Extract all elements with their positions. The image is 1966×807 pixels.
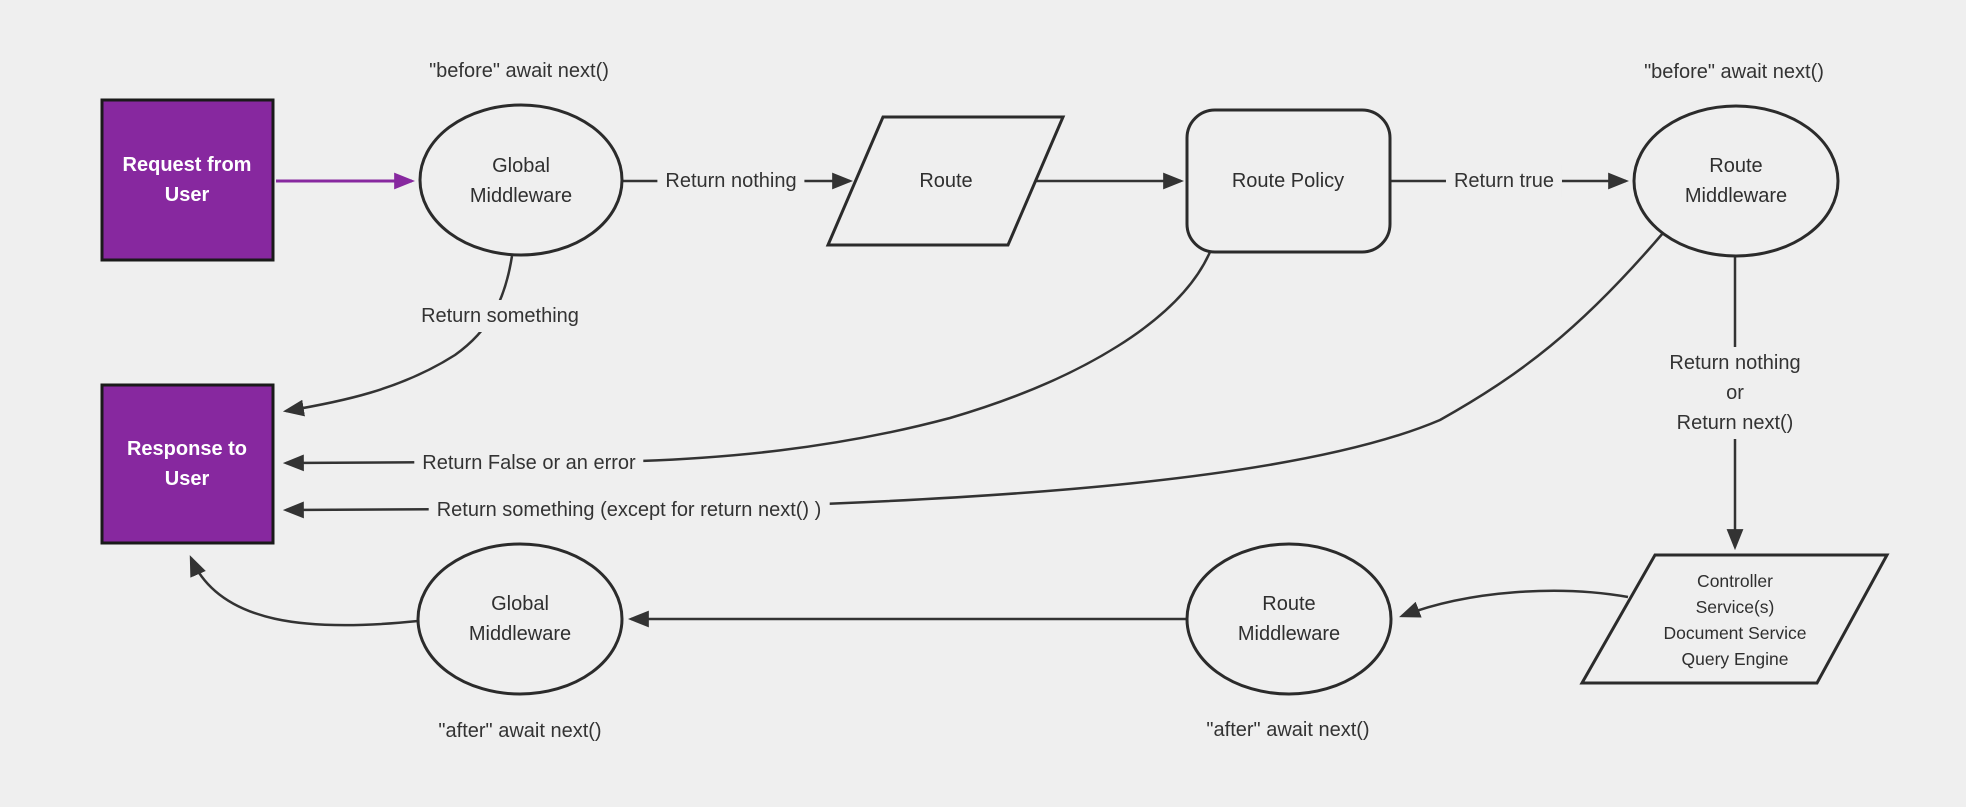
response-node-label: Response to User <box>126 438 248 490</box>
route-policy-label: Route Policy <box>1231 170 1345 192</box>
global-middleware-bottom-label: Global Middleware <box>468 593 572 645</box>
edge-global-middleware-to-response <box>282 255 514 417</box>
return-nothing-or-next-label: Return nothing or Return next() <box>1661 347 1809 439</box>
after-await-next-bottom-right-label: "after" await next() <box>1206 719 1370 741</box>
request-node <box>100 98 275 262</box>
after-await-next-bottom-left-label: "after" await next() <box>438 720 602 742</box>
return-something-except-label: Return something (except for return next… <box>428 494 830 526</box>
request-node-label: Request from User <box>122 154 252 206</box>
before-await-next-top-right-label: "before" await next() <box>1644 61 1824 83</box>
response-node <box>100 383 275 545</box>
route-middleware-top-label: Route Middleware <box>1684 155 1788 207</box>
edge-route-middleware-to-response <box>282 232 1664 519</box>
route-node <box>825 115 1066 247</box>
return-true-label: Return true <box>1445 165 1563 197</box>
global-middleware-bottom-node <box>416 542 624 696</box>
route-middleware-bottom-node <box>1185 542 1393 696</box>
return-nothing-label: Return nothing <box>657 165 805 197</box>
edge-global-middleware-bottom-to-response <box>189 555 419 627</box>
global-middleware-top-node <box>418 103 624 257</box>
global-middleware-top-label: Global Middleware <box>469 155 573 207</box>
return-false-or-error-label: Return False or an error <box>414 447 644 479</box>
route-middleware-bottom-label: Route Middleware <box>1237 593 1341 645</box>
route-middleware-top-node <box>1632 104 1840 258</box>
controller-label: Controller Service(s) Document Service Q… <box>1663 571 1807 669</box>
return-something-label: Return something <box>413 300 587 332</box>
controller-node <box>1579 553 1890 685</box>
edge-controller-to-route-middleware-bottom <box>1399 589 1629 618</box>
route-label: Route <box>919 170 973 192</box>
route-policy-node <box>1185 108 1392 254</box>
before-await-next-top-left-label: "before" await next() <box>429 60 609 82</box>
edge-route-policy-to-response <box>282 251 1212 472</box>
